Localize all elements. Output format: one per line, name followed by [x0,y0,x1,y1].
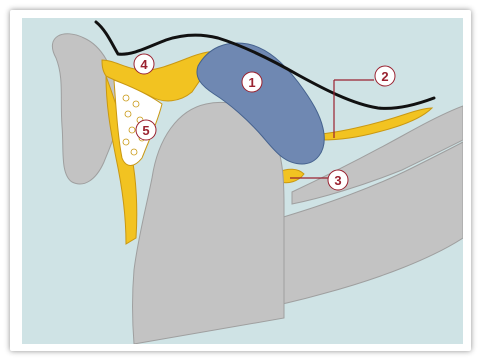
label-3-text: 3 [334,173,341,188]
label-4: 4 [134,54,154,74]
label-5-text: 5 [142,123,149,138]
label-1: 1 [242,72,262,92]
label-5: 5 [136,120,156,140]
label-1-text: 1 [248,75,255,90]
anatomy-diagram: 1 2 3 4 5 [22,18,463,344]
label-3: 3 [328,170,348,190]
label-4-text: 4 [140,57,148,72]
label-2: 2 [375,66,395,86]
label-2-text: 2 [381,69,388,84]
diagram-canvas: 1 2 3 4 5 [22,18,463,344]
